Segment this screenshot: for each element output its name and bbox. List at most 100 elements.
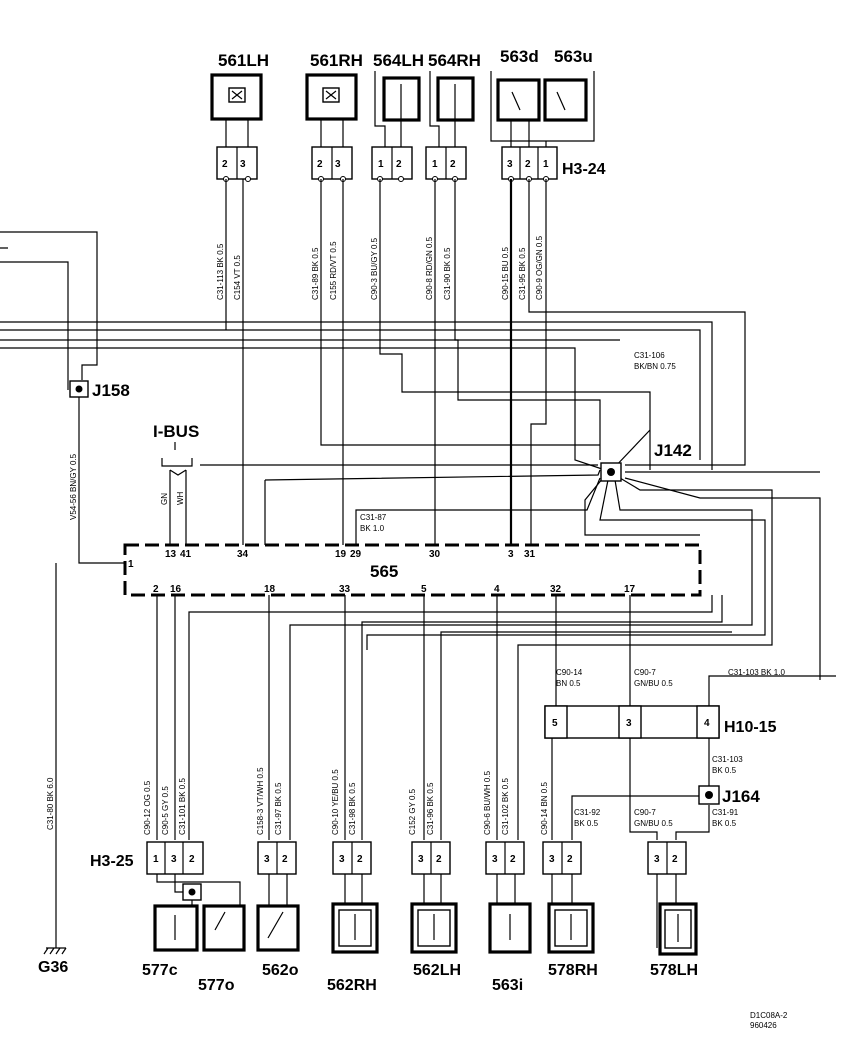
svg-text:2: 2 — [672, 854, 678, 865]
svg-text:3: 3 — [264, 854, 270, 865]
svg-text:2: 2 — [396, 159, 402, 170]
svg-text:C31-91: C31-91 — [712, 808, 739, 817]
svg-text:3: 3 — [240, 159, 246, 170]
wire-label: C90-9 OG/GN 0.5 — [535, 235, 544, 300]
svg-text:32: 32 — [550, 584, 562, 595]
wire-label: C155 RD/VT 0.5 — [329, 241, 338, 300]
svg-text:1: 1 — [128, 559, 134, 570]
wire-label: C31-113 BK 0.5 — [216, 243, 225, 300]
wire-label: C31-95 BK 0.5 — [518, 247, 527, 300]
wire-label: C31-101 BK 0.5 — [178, 778, 187, 835]
svg-text:2: 2 — [525, 159, 531, 170]
label-g36: G36 — [38, 959, 68, 976]
label-j164: J164 — [722, 787, 760, 806]
svg-text:3: 3 — [507, 159, 513, 170]
svg-text:3: 3 — [549, 854, 555, 865]
svg-text:13: 13 — [165, 549, 177, 560]
svg-text:3: 3 — [418, 854, 424, 865]
label-563u: 563u — [554, 47, 593, 66]
svg-text:30: 30 — [429, 549, 441, 560]
component-564rh: 564RH — [428, 51, 481, 147]
svg-text:33: 33 — [339, 584, 351, 595]
svg-text:2: 2 — [317, 159, 323, 170]
svg-text:GN/BU 0.5: GN/BU 0.5 — [634, 819, 673, 828]
svg-text:WH: WH — [176, 491, 185, 505]
svg-text:1: 1 — [153, 854, 159, 865]
component-563-switches: 563d 563u — [490, 47, 595, 147]
svg-text:2: 2 — [436, 854, 442, 865]
wire-label: C31-90 BK 0.5 — [443, 247, 452, 300]
wire-label: C90-8 RD/GN 0.5 — [425, 236, 434, 300]
wire-label: C90-14 BN 0.5 — [540, 782, 549, 835]
footer-code: D1C08A-2 — [750, 1011, 788, 1020]
label-563i: 563i — [492, 977, 523, 994]
wire-label: C90-5 GY 0.5 — [161, 786, 170, 835]
wire-label: C152 GY 0.5 — [408, 788, 417, 835]
svg-text:5: 5 — [421, 584, 427, 595]
wire-label: C158-3 VT/WH 0.5 — [256, 767, 265, 835]
wire-label: C31-89 BK 0.5 — [311, 247, 320, 300]
wire-label: C90-10 YE/BU 0.5 — [331, 769, 340, 835]
wire-label: C154 VT 0.5 — [233, 255, 242, 300]
top-connectors: 2 3 2 3 1 2 1 2 3 2 1 H3-24 — [216, 146, 606, 182]
svg-text:2: 2 — [282, 854, 288, 865]
label-j158: J158 — [92, 381, 130, 400]
component-561lh: 561LH — [210, 51, 269, 147]
svg-text:19: 19 — [335, 549, 347, 560]
bottom-components: 577c 577o 562o 562RH 562LH 563i 578RH 57… — [142, 874, 698, 994]
wire-label: C31-96 BK 0.5 — [426, 782, 435, 835]
svg-text:3: 3 — [508, 549, 514, 560]
label-h10-15: H10-15 — [724, 719, 777, 736]
svg-text:BK 1.0: BK 1.0 — [360, 524, 385, 533]
svg-text:31: 31 — [524, 549, 536, 560]
wire-label: C90-15 BU 0.5 — [501, 247, 510, 300]
label-562o: 562o — [262, 962, 299, 979]
svg-text:2: 2 — [357, 854, 363, 865]
svg-text:C31-80 BK 6.0: C31-80 BK 6.0 — [46, 777, 55, 830]
ground-g36: G36 — [38, 947, 68, 976]
svg-text:16: 16 — [170, 584, 182, 595]
label-561lh: 561LH — [218, 51, 269, 70]
svg-text:2: 2 — [189, 854, 195, 865]
label-578lh: 578LH — [650, 962, 698, 979]
svg-text:2: 2 — [510, 854, 516, 865]
wire-label: C31-98 BK 0.5 — [348, 782, 357, 835]
wiring — [0, 179, 836, 948]
svg-text:3: 3 — [171, 854, 177, 865]
wire-label: C90-3 BU/GY 0.5 — [370, 237, 379, 300]
svg-text:34: 34 — [237, 549, 249, 560]
svg-text:17: 17 — [624, 584, 636, 595]
label-563d: 563d — [500, 47, 539, 66]
svg-text:18: 18 — [264, 584, 276, 595]
svg-text:BK 0.5: BK 0.5 — [712, 819, 737, 828]
ibus: I-BUS GN WH — [153, 422, 199, 545]
svg-text:C31-92: C31-92 — [574, 808, 601, 817]
component-564lh: 564LH — [373, 51, 424, 147]
svg-text:GN: GN — [160, 493, 169, 505]
wire-label: C31-102 BK 0.5 — [501, 778, 510, 835]
svg-text:C90-7: C90-7 — [634, 808, 656, 817]
svg-text:C31-87: C31-87 — [360, 513, 387, 522]
svg-text:5: 5 — [552, 718, 558, 729]
svg-text:C31-103: C31-103 — [712, 755, 743, 764]
bottom-wire-labels: C90-12 OG 0.5 C90-5 GY 0.5 C31-101 BK 0.5 C… — [143, 767, 549, 835]
footer-date: 960426 — [750, 1021, 777, 1030]
svg-text:3: 3 — [335, 159, 341, 170]
bottom-connectors: 1 3 2 H3-25 3 2 3 2 3 2 3 2 3 2 3 2 — [90, 841, 687, 875]
label-h3-25: H3-25 — [90, 853, 134, 870]
label-565: 565 — [370, 562, 398, 581]
wire-label: C90-12 OG 0.5 — [143, 780, 152, 835]
label-562lh: 562LH — [413, 962, 461, 979]
label-ibus: I-BUS — [153, 422, 199, 441]
svg-text:3: 3 — [626, 718, 632, 729]
svg-text:1: 1 — [543, 159, 549, 170]
label-564rh: 564RH — [428, 51, 481, 70]
svg-text:1: 1 — [432, 159, 438, 170]
svg-text:BN 0.5: BN 0.5 — [556, 679, 581, 688]
svg-text:2: 2 — [567, 854, 573, 865]
svg-text:BK/BN 0.75: BK/BN 0.75 — [634, 362, 676, 371]
top-wire-labels: C31-113 BK 0.5 C154 VT 0.5 C31-89 BK 0.5 C1… — [216, 235, 544, 300]
label-562rh: 562RH — [327, 977, 377, 994]
svg-text:C90-7: C90-7 — [634, 668, 656, 677]
